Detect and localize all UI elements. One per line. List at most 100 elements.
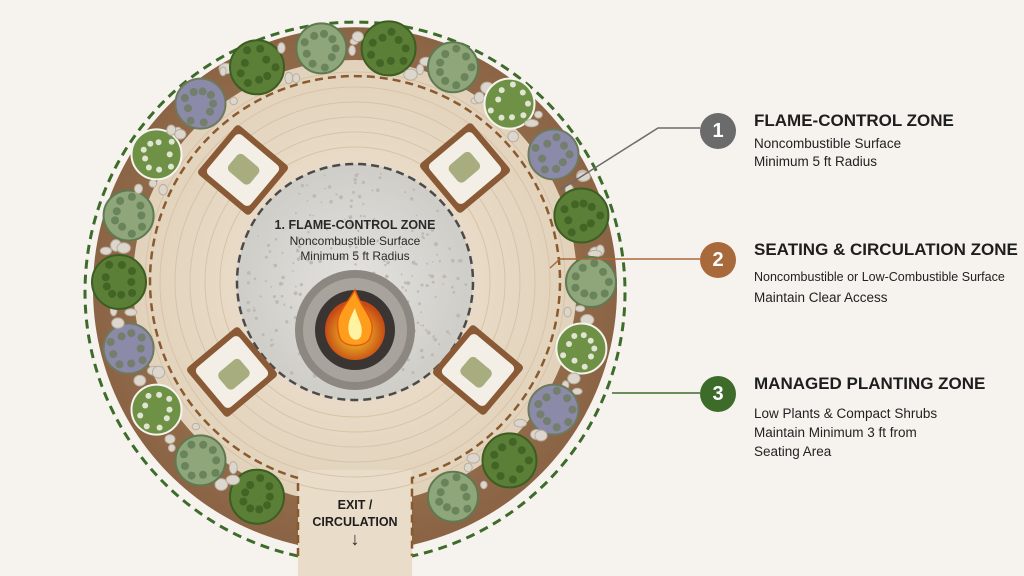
gravel-stone — [416, 321, 420, 325]
gravel-stone — [464, 283, 468, 287]
gravel-stone — [330, 257, 333, 261]
gravel-stone — [383, 259, 386, 263]
zone-3-line-1: Low Plants & Compact Shrubs — [754, 406, 938, 421]
zone-3-title: MANAGED PLANTING ZONE — [754, 374, 986, 393]
gravel-stone — [338, 242, 343, 246]
gravel-stone — [411, 371, 415, 374]
gravel-stone — [324, 187, 327, 190]
paver-ring — [219, 146, 491, 418]
gravel-stone — [281, 252, 284, 254]
rock — [563, 306, 572, 318]
leader-lines — [549, 127, 700, 394]
gravel-stone — [354, 181, 357, 185]
gravel-stone — [257, 235, 260, 238]
shrub-plant — [360, 20, 417, 77]
gravel-stone — [385, 274, 389, 279]
leader-flame-zone — [559, 127, 700, 191]
gravel-stone — [434, 242, 438, 247]
gravel-stone — [270, 286, 273, 288]
gravel-stone — [252, 308, 256, 312]
paver-ring — [174, 101, 536, 463]
paver-ring — [159, 86, 551, 478]
down-arrow-icon: ↓ — [350, 529, 360, 549]
rock — [567, 372, 581, 385]
exit-label: EXIT / CIRCULATION ↓ — [300, 497, 410, 548]
gravel-stone — [269, 343, 274, 348]
gravel-stone — [366, 242, 369, 244]
gravel-stone — [339, 195, 343, 200]
gravel-stone — [254, 316, 258, 320]
gravel-stone — [436, 253, 438, 256]
gravel-stone — [300, 183, 305, 188]
gravel-stone — [422, 237, 425, 240]
flower-plant — [555, 322, 608, 375]
gravel-stone — [361, 180, 365, 184]
gravel-stone — [266, 243, 270, 247]
gravel-stone — [306, 258, 310, 262]
gravel-stone — [420, 324, 422, 327]
gravel-stone — [292, 262, 295, 265]
rock — [576, 171, 591, 182]
rock — [214, 478, 229, 491]
rock — [524, 119, 539, 128]
lavender-plant — [102, 322, 155, 375]
rock — [284, 71, 294, 85]
gravel-stone — [353, 177, 357, 182]
gravel-stone — [412, 188, 416, 192]
shrub-plant — [481, 432, 538, 489]
seating-zone-boundary — [148, 74, 562, 556]
gravel-stone — [404, 191, 406, 194]
rock — [277, 42, 286, 54]
gravel-stone — [421, 355, 425, 359]
gravel-stone — [442, 283, 444, 285]
rock — [348, 45, 356, 56]
gravel-stone — [434, 295, 437, 298]
gravel-stone — [457, 259, 460, 262]
gravel-stone — [272, 295, 276, 299]
gravel-stone — [312, 194, 317, 198]
gravel-stone — [415, 214, 418, 217]
gravel-stone — [386, 260, 390, 265]
exit-label-line2: CIRCULATION — [312, 515, 398, 529]
gravel-stone — [335, 193, 338, 196]
rock — [351, 31, 364, 43]
gravel-stone — [432, 336, 435, 339]
grass-plant — [427, 41, 479, 94]
rock — [111, 317, 125, 329]
gravel-stone — [456, 313, 461, 318]
gravel-stone — [421, 324, 425, 327]
grass-plant — [102, 189, 155, 242]
grass-plant — [295, 22, 348, 75]
gravel-stone — [411, 229, 414, 232]
center-label-line2: Minimum 5 ft Radius — [300, 249, 410, 263]
gravel-stone — [430, 228, 435, 232]
gravel-stone — [309, 260, 314, 265]
grass-plant — [565, 256, 617, 308]
gravel-stone — [458, 258, 463, 263]
flower-plant — [130, 128, 183, 181]
rock — [225, 474, 241, 486]
gravel-stone — [404, 289, 407, 292]
exit-path — [298, 470, 412, 576]
zone-3-line-3: Seating Area — [754, 444, 832, 459]
zone-2-line-2: Maintain Clear Access — [754, 290, 888, 305]
flower-plant — [130, 383, 183, 436]
gravel-stone — [354, 173, 358, 178]
rock — [463, 462, 473, 473]
zone-2-title: SEATING & CIRCULATION ZONE — [754, 240, 1018, 259]
gravel-stone — [330, 247, 333, 250]
gravel-stone — [246, 281, 250, 285]
gravel-stone — [450, 258, 455, 263]
rock — [174, 129, 187, 140]
leader-seating-zone — [549, 258, 700, 269]
gravel-stone — [446, 330, 449, 334]
rock — [480, 480, 488, 490]
rock — [507, 130, 520, 143]
gravel-stone — [404, 281, 407, 285]
zone-2-badge: 2 — [700, 242, 736, 278]
gravel-stone — [420, 283, 424, 287]
paver-ring — [189, 116, 521, 448]
gravel-stone — [384, 263, 387, 267]
gravel-stone — [428, 274, 431, 277]
